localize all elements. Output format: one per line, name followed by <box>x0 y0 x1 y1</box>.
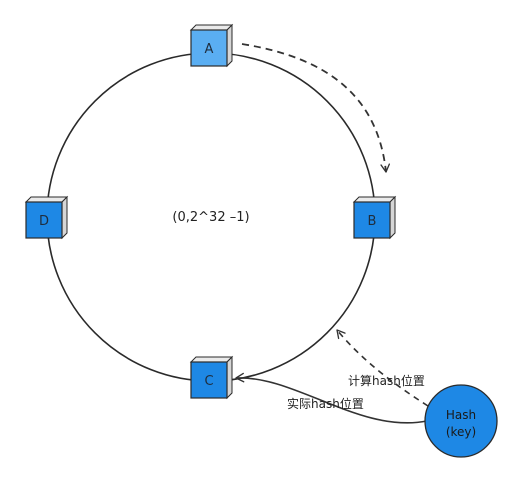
node-d-side-face <box>61 195 68 240</box>
hash-key-circle <box>424 384 498 458</box>
actual-position-arrow <box>235 372 428 424</box>
computed-position-arrow <box>336 329 429 407</box>
migration-arrow-a-to-b <box>241 43 390 173</box>
node-d-label: D <box>39 214 49 229</box>
node-a-top-face <box>189 24 234 31</box>
hash-key-node: Hash (key) <box>424 384 498 458</box>
node-d-top-face <box>24 196 69 203</box>
node-c-label: C <box>204 374 213 389</box>
node-a-front-face <box>190 29 228 67</box>
node-a-side-face <box>226 23 233 68</box>
hash-key-line1: Hash <box>446 408 476 422</box>
node-b: B <box>352 195 397 240</box>
node-c-side-face <box>226 355 233 400</box>
actual-position-label: 实际hash位置 <box>287 396 364 411</box>
computed-position-label: 计算hash位置 <box>348 373 425 388</box>
node-a-label: A <box>205 42 214 57</box>
node-a: A <box>189 23 234 68</box>
hash-key-line2: (key) <box>446 425 476 439</box>
node-b-front-face <box>353 201 391 239</box>
node-c-front-face <box>190 361 228 399</box>
node-d: D <box>24 195 69 240</box>
node-c-top-face <box>189 356 234 363</box>
ring-range-label: (0,2^32 –1) <box>172 210 249 225</box>
node-d-front-face <box>25 201 63 239</box>
node-b-label: B <box>368 214 377 229</box>
node-b-top-face <box>352 196 397 203</box>
node-c: C <box>189 355 234 400</box>
node-b-side-face <box>389 195 396 240</box>
